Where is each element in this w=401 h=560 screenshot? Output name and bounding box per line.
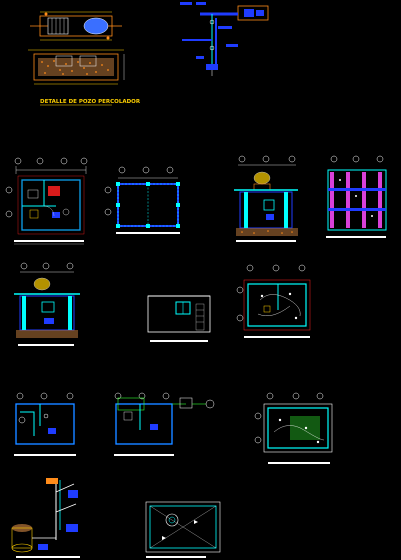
elevation-front-tank <box>234 155 298 242</box>
plan-sewage <box>114 392 215 456</box>
plan-lighting <box>254 392 333 464</box>
plan-electrical <box>236 264 311 338</box>
water-riser-isometric <box>180 2 269 76</box>
floor-plan-structure <box>104 166 180 234</box>
plan-water <box>14 392 76 456</box>
septic-tank-detail: DETALLE DE POZO PERCOLADOR <box>28 11 141 106</box>
floor-plan-architecture <box>5 157 88 245</box>
isometric-sanitary <box>11 478 80 558</box>
septic-tank-section-view <box>30 11 122 41</box>
percolation-pit-section <box>28 49 125 85</box>
plan-roof <box>145 501 221 558</box>
elevation-side-tank <box>14 262 80 346</box>
plan-electrical-magenta <box>326 155 387 238</box>
elevation-facade <box>147 295 211 342</box>
detail-title: DETALLE DE POZO PERCOLADOR <box>40 99 141 105</box>
